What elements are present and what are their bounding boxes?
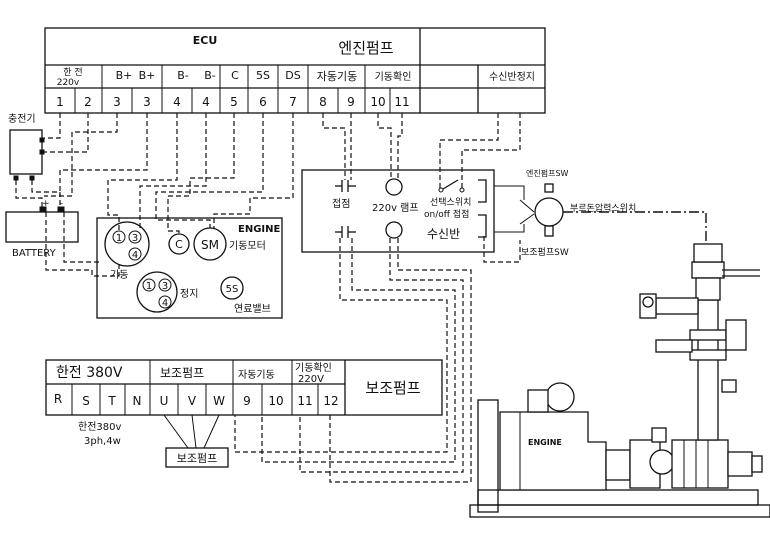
battery-minus-sign: - xyxy=(60,199,63,209)
stop-label: 정지 xyxy=(180,288,198,300)
ecu-header-label: B+ xyxy=(139,69,156,82)
aux-power-phase-note: 3ph,4w xyxy=(84,436,121,447)
ecu-header-label: B- xyxy=(204,69,216,82)
fuel-valve-label: 연료밸브 xyxy=(234,303,271,315)
aux-auto-start-label: 자동기동 xyxy=(238,369,275,381)
ecu-title: ECU xyxy=(193,34,218,47)
ecu-terminal-number: 5 xyxy=(230,95,238,109)
ecu-header-label: C xyxy=(231,69,239,82)
aux-pump-title: 보조펌프 xyxy=(365,379,420,397)
ecu-power-group-sub: 220v xyxy=(57,78,80,88)
ecu-terminal-number: 1 xyxy=(56,95,64,109)
aux-start-confirm-label: 기동확인 xyxy=(295,362,332,374)
lamp-icon xyxy=(385,221,403,239)
pressure-line xyxy=(563,211,707,260)
start-switch-terminal-1: 1 xyxy=(116,233,122,244)
ecu-power-group-label: 한 전 xyxy=(63,67,82,78)
ecu-header-label: 5S xyxy=(256,69,270,82)
aux-terminal: N xyxy=(133,394,142,408)
aux-terminal: T xyxy=(107,394,116,408)
ecu-terminal-number: 3 xyxy=(143,95,151,109)
ecu-terminal-number: 7 xyxy=(289,95,297,109)
engine-pump-drawing xyxy=(469,243,770,518)
ecu-terminal-number: 10 xyxy=(370,95,385,109)
charger-box xyxy=(9,129,45,181)
battery-label: BATTERY xyxy=(12,248,57,259)
lamp-label: 220v 램프 xyxy=(372,202,419,214)
stop-switch-terminal-1: 1 xyxy=(146,281,152,292)
engine-wiring-box xyxy=(96,217,283,319)
aux-pump-header-label: 보조펌프 xyxy=(160,366,204,380)
aux-pump-motor-box xyxy=(165,447,229,468)
ecu-terminal-number: 2 xyxy=(84,95,92,109)
start-switch-terminal-4: 4 xyxy=(132,250,138,261)
aux-terminal: V xyxy=(188,394,197,408)
ecu-header-label: DS xyxy=(285,69,300,82)
fuel-valve-circle xyxy=(220,276,244,300)
start-key-switch-circle xyxy=(104,221,150,267)
wiring-dashed-lines xyxy=(15,113,521,483)
lamp-icon xyxy=(385,178,403,196)
start-motor-label: 기동모터 xyxy=(229,240,266,252)
stop-switch-terminal-3: 3 xyxy=(162,281,168,292)
battery-plus-sign: + xyxy=(42,199,50,209)
ecu-header-label: B- xyxy=(177,69,189,82)
aux-terminal: S xyxy=(82,394,90,408)
stop-switch-terminal-4: 4 xyxy=(162,298,168,309)
contact-symbol xyxy=(335,180,356,192)
selector-switch-symbol xyxy=(438,179,465,193)
engine-box-title: ENGINE xyxy=(238,224,280,235)
ecu-auto-start-label: 자동기동 xyxy=(317,70,357,83)
ecu-header-label: B+ xyxy=(116,69,133,82)
ecu-terminal-number: 9 xyxy=(347,95,355,109)
starter-motor-label: SM xyxy=(201,238,219,252)
pressure-switch-icon xyxy=(494,183,564,237)
aux-terminal: 9 xyxy=(243,394,251,408)
ecu-terminal-number: 8 xyxy=(319,95,327,109)
ecu-engine-pump-label: 엔진펌프 xyxy=(338,39,393,57)
aux-start-confirm-voltage: 220V xyxy=(298,374,324,385)
battery-symbol xyxy=(5,206,79,243)
receiver-label: 수신반 xyxy=(427,227,460,241)
ecu-start-confirm-label: 기동확인 xyxy=(375,71,412,83)
charger-label: 충전기 xyxy=(8,113,36,125)
start-switch-terminal-3: 3 xyxy=(132,233,138,244)
bourdon-pressure-switch-label: 부르돈압력스위치 xyxy=(570,202,636,214)
ecu-terminal-number: 11 xyxy=(394,95,409,109)
aux-pump-sw-label: 보조펌프SW xyxy=(521,246,569,258)
aux-power-note: 한전380v xyxy=(78,421,121,433)
stop-key-switch-circle xyxy=(136,271,178,313)
onoff-contact-label: on/off 접점 xyxy=(424,208,469,220)
aux-terminal: U xyxy=(160,394,169,408)
ecu-terminal-number: 4 xyxy=(173,95,181,109)
aux-terminal: 12 xyxy=(323,394,338,408)
contact-label: 접점 xyxy=(332,198,350,210)
ecu-box xyxy=(44,27,546,114)
engine-pump-sw-label: 엔진펌프SW xyxy=(526,168,569,178)
selector-switch-label: 선택스위치 xyxy=(430,196,471,208)
ecu-receiver-stop-label: 수신반정지 xyxy=(489,71,535,83)
aux-terminal: 11 xyxy=(297,394,312,408)
ecu-terminal-number: 3 xyxy=(113,95,121,109)
ecu-terminal-number: 4 xyxy=(202,95,210,109)
fuel-valve-5s-label: 5S xyxy=(226,284,239,295)
engine-drawing-label: ENGINE xyxy=(528,438,562,447)
aux-terminal: W xyxy=(213,394,225,408)
c-terminal-label: C xyxy=(175,238,183,251)
c-terminal-circle xyxy=(168,233,190,255)
aux-motor-wiring xyxy=(163,414,220,449)
aux-terminal: R xyxy=(54,392,62,406)
aux-terminal: 10 xyxy=(268,394,283,408)
aux-power-label: 한전 380V xyxy=(56,365,123,381)
aux-pump-motor-label: 보조펌프 xyxy=(177,452,217,465)
aux-pump-box xyxy=(45,359,443,416)
ecu-terminal-number: 6 xyxy=(259,95,267,109)
contact-symbol xyxy=(335,226,356,238)
